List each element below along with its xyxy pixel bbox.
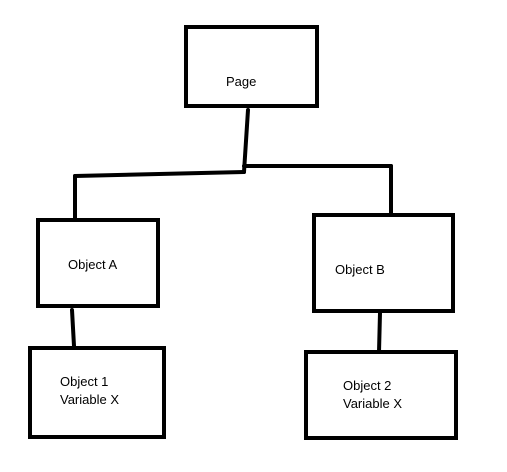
object-b-node-label: Object B [335, 262, 385, 277]
object-a-node-label: Object A [68, 257, 118, 272]
object-a-node: Object A [36, 218, 160, 308]
connector-object-b-to-object-2 [377, 311, 382, 354]
object-2-name: Object 2 [343, 378, 392, 393]
object-2-node: Object 2 Variable X [304, 350, 458, 440]
object-b-node: Object B [312, 213, 455, 313]
page-node-label: Page [226, 74, 257, 89]
page-node: Page [184, 25, 319, 108]
object-1-variable: Variable X [60, 392, 120, 407]
object-2-variable: Variable X [343, 396, 403, 411]
connector-object-a-to-object-1 [70, 308, 76, 348]
connector-page-to-bus [242, 108, 250, 174]
object-2-node-label: Object 2 Variable X [343, 377, 402, 413]
object-1-node-label: Object 1 Variable X [60, 373, 119, 409]
object-1-name: Object 1 [60, 374, 109, 389]
connector-bus-left [73, 170, 246, 178]
object-1-node: Object 1 Variable X [28, 346, 166, 439]
